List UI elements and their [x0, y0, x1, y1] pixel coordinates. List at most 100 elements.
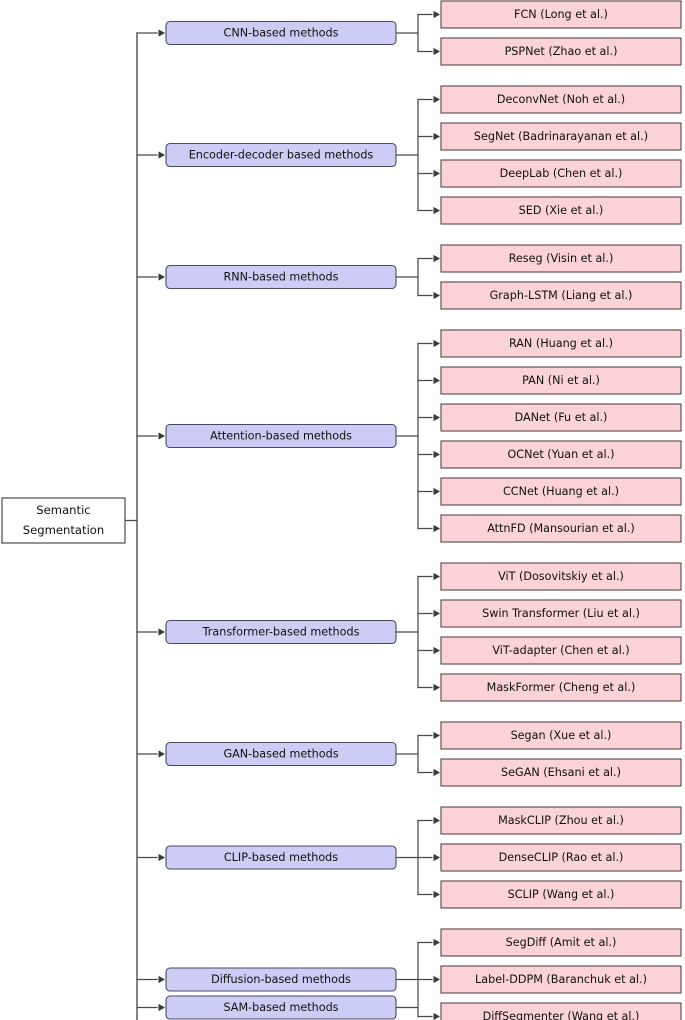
leaf-node-box[interactable]	[440, 673, 682, 702]
leaf-node-label: RAN (Huang et al.)	[509, 337, 613, 350]
leaf-node-box[interactable]	[440, 928, 682, 957]
category-node-label: RNN-based methods	[224, 271, 339, 284]
category-node-box[interactable]	[165, 20, 397, 46]
leaf-node-box[interactable]	[440, 122, 682, 151]
arrowhead-leaf-1-1	[433, 132, 440, 141]
leaf-node-box[interactable]	[440, 599, 682, 628]
category-node-label: Encoder-decoder based methods	[189, 149, 374, 162]
arrowhead-leaf-7-2	[433, 1012, 440, 1020]
leaf-node-label: DiffSegmenter (Wang et al.)	[483, 1010, 640, 1020]
arrowhead-category-0	[158, 29, 165, 37]
root-node-box[interactable]	[1, 497, 126, 544]
leaf-node-label: Graph-LSTM (Liang et al.)	[490, 289, 633, 302]
leaf-node-label: AttnFD (Mansourian et al.)	[487, 522, 635, 535]
edges-layer	[124, 10, 440, 1020]
arrowhead-leaf-1-0	[433, 95, 440, 104]
leaf-node-label: ViT-adapter (Chen et al.)	[492, 644, 629, 657]
category-node-label: SAM-based methods	[223, 1001, 338, 1014]
leaf-node-box[interactable]	[440, 806, 682, 835]
arrowhead-category-5	[158, 750, 165, 758]
leaf-node-label: DANet (Fu et al.)	[515, 411, 608, 424]
leaf-node-box[interactable]	[440, 329, 682, 358]
category-node-label: CLIP-based methods	[224, 851, 338, 864]
leaf-node-box[interactable]	[440, 85, 682, 114]
category-node-box[interactable]	[165, 967, 397, 992]
arrowhead-leaf-1-3	[433, 206, 440, 215]
category-node-box[interactable]	[165, 741, 397, 767]
arrowhead-leaf-6-1	[433, 853, 440, 862]
arrowhead-leaf-4-0	[433, 572, 440, 581]
leaf-node-box[interactable]	[440, 843, 682, 872]
leaf-node-label: Reseg (Visin et al.)	[509, 252, 614, 265]
leaf-node-label: DenseCLIP (Rao et al.)	[499, 851, 624, 864]
leaf-node-box[interactable]	[440, 477, 682, 506]
leaf-node-label: SegNet (Badrinarayanan et al.)	[474, 130, 648, 143]
arrowhead-leaf-7-0	[433, 938, 440, 947]
category-node-box[interactable]	[165, 142, 397, 168]
leaf-node-box[interactable]	[440, 965, 682, 994]
arrowhead-category-7	[158, 975, 165, 984]
arrowhead-leaf-6-0	[433, 816, 440, 825]
root-node-label-line2: Segmentation	[23, 523, 105, 537]
arrowhead-leaf-3-0	[433, 339, 440, 348]
arrowhead-leaf-1-2	[433, 169, 440, 178]
arrowhead-category-1	[158, 151, 165, 159]
category-node-box[interactable]	[165, 845, 397, 870]
arrowhead-leaf-4-3	[433, 683, 440, 692]
arrowhead-leaf-3-3	[433, 450, 440, 459]
leaf-node-label: CCNet (Huang et al.)	[503, 485, 619, 498]
leaf-node-box[interactable]	[440, 366, 682, 395]
arrowhead-leaf-0-1	[433, 47, 440, 56]
category-node-box[interactable]	[165, 423, 397, 449]
category-node-label: CNN-based methods	[224, 27, 339, 40]
leaf-node-label: MaskFormer (Cheng et al.)	[487, 681, 636, 694]
leaf-node-box[interactable]	[440, 1002, 682, 1020]
leaf-node-label: SeGAN (Ehsani et al.)	[501, 766, 621, 779]
arrowhead-leaf-5-1	[433, 768, 440, 777]
leaf-node-box[interactable]	[440, 880, 682, 909]
leaf-node-box[interactable]	[440, 0, 682, 29]
leaf-node-box[interactable]	[440, 244, 682, 273]
arrowhead-category-4	[158, 628, 165, 636]
leaf-node-label: PAN (Ni et al.)	[522, 374, 600, 387]
arrowhead-category-3	[158, 432, 165, 440]
leaf-node-box[interactable]	[440, 440, 682, 469]
leaf-node-label: MaskCLIP (Zhou et al.)	[498, 814, 624, 827]
leaf-node-box[interactable]	[440, 281, 682, 310]
leaf-node-box[interactable]	[440, 403, 682, 432]
category-node-label: GAN-based methods	[223, 748, 338, 761]
arrowhead-leaf-2-0	[433, 254, 440, 263]
arrowhead-leaf-4-1	[433, 609, 440, 618]
leaf-node-box[interactable]	[440, 196, 682, 225]
leaf-node-box[interactable]	[440, 721, 682, 750]
arrowhead-category-2	[158, 273, 165, 281]
leaf-node-box[interactable]	[440, 636, 682, 665]
leaf-node-label: PSPNet (Zhao et al.)	[505, 45, 618, 58]
root-node-label-line1: Semantic	[36, 503, 90, 517]
category-node-label: Diffusion-based methods	[211, 973, 351, 986]
leaf-node-box[interactable]	[440, 514, 682, 543]
category-node-label: Attention-based methods	[210, 430, 352, 443]
category-node-label: Transformer-based methods	[202, 626, 360, 639]
arrowhead-leaf-0-0	[433, 10, 440, 19]
leaf-node-label: DeconvNet (Noh et al.)	[497, 93, 625, 106]
category-node-box[interactable]	[165, 995, 397, 1020]
category-node-box[interactable]	[165, 264, 397, 290]
leaf-node-label: ViT (Dosovitskiy et al.)	[498, 570, 624, 583]
arrowhead-category-8	[158, 1003, 165, 1012]
category-node-box[interactable]	[165, 619, 397, 645]
leaf-node-box[interactable]	[440, 562, 682, 591]
leaf-node-label: SCLIP (Wang et al.)	[508, 888, 615, 901]
leaf-node-label: Segan (Xue et al.)	[511, 729, 612, 742]
leaf-node-box[interactable]	[440, 758, 682, 787]
leaf-node-box[interactable]	[440, 37, 682, 66]
leaf-node-box[interactable]	[440, 159, 682, 188]
leaf-node-label: Swin Transformer (Liu et al.)	[482, 607, 640, 620]
arrowhead-leaf-5-0	[433, 731, 440, 740]
leaf-node-label: FCN (Long et al.)	[514, 8, 608, 21]
arrowhead-leaf-3-5	[433, 524, 440, 533]
arrowhead-leaf-7-1	[433, 975, 440, 984]
